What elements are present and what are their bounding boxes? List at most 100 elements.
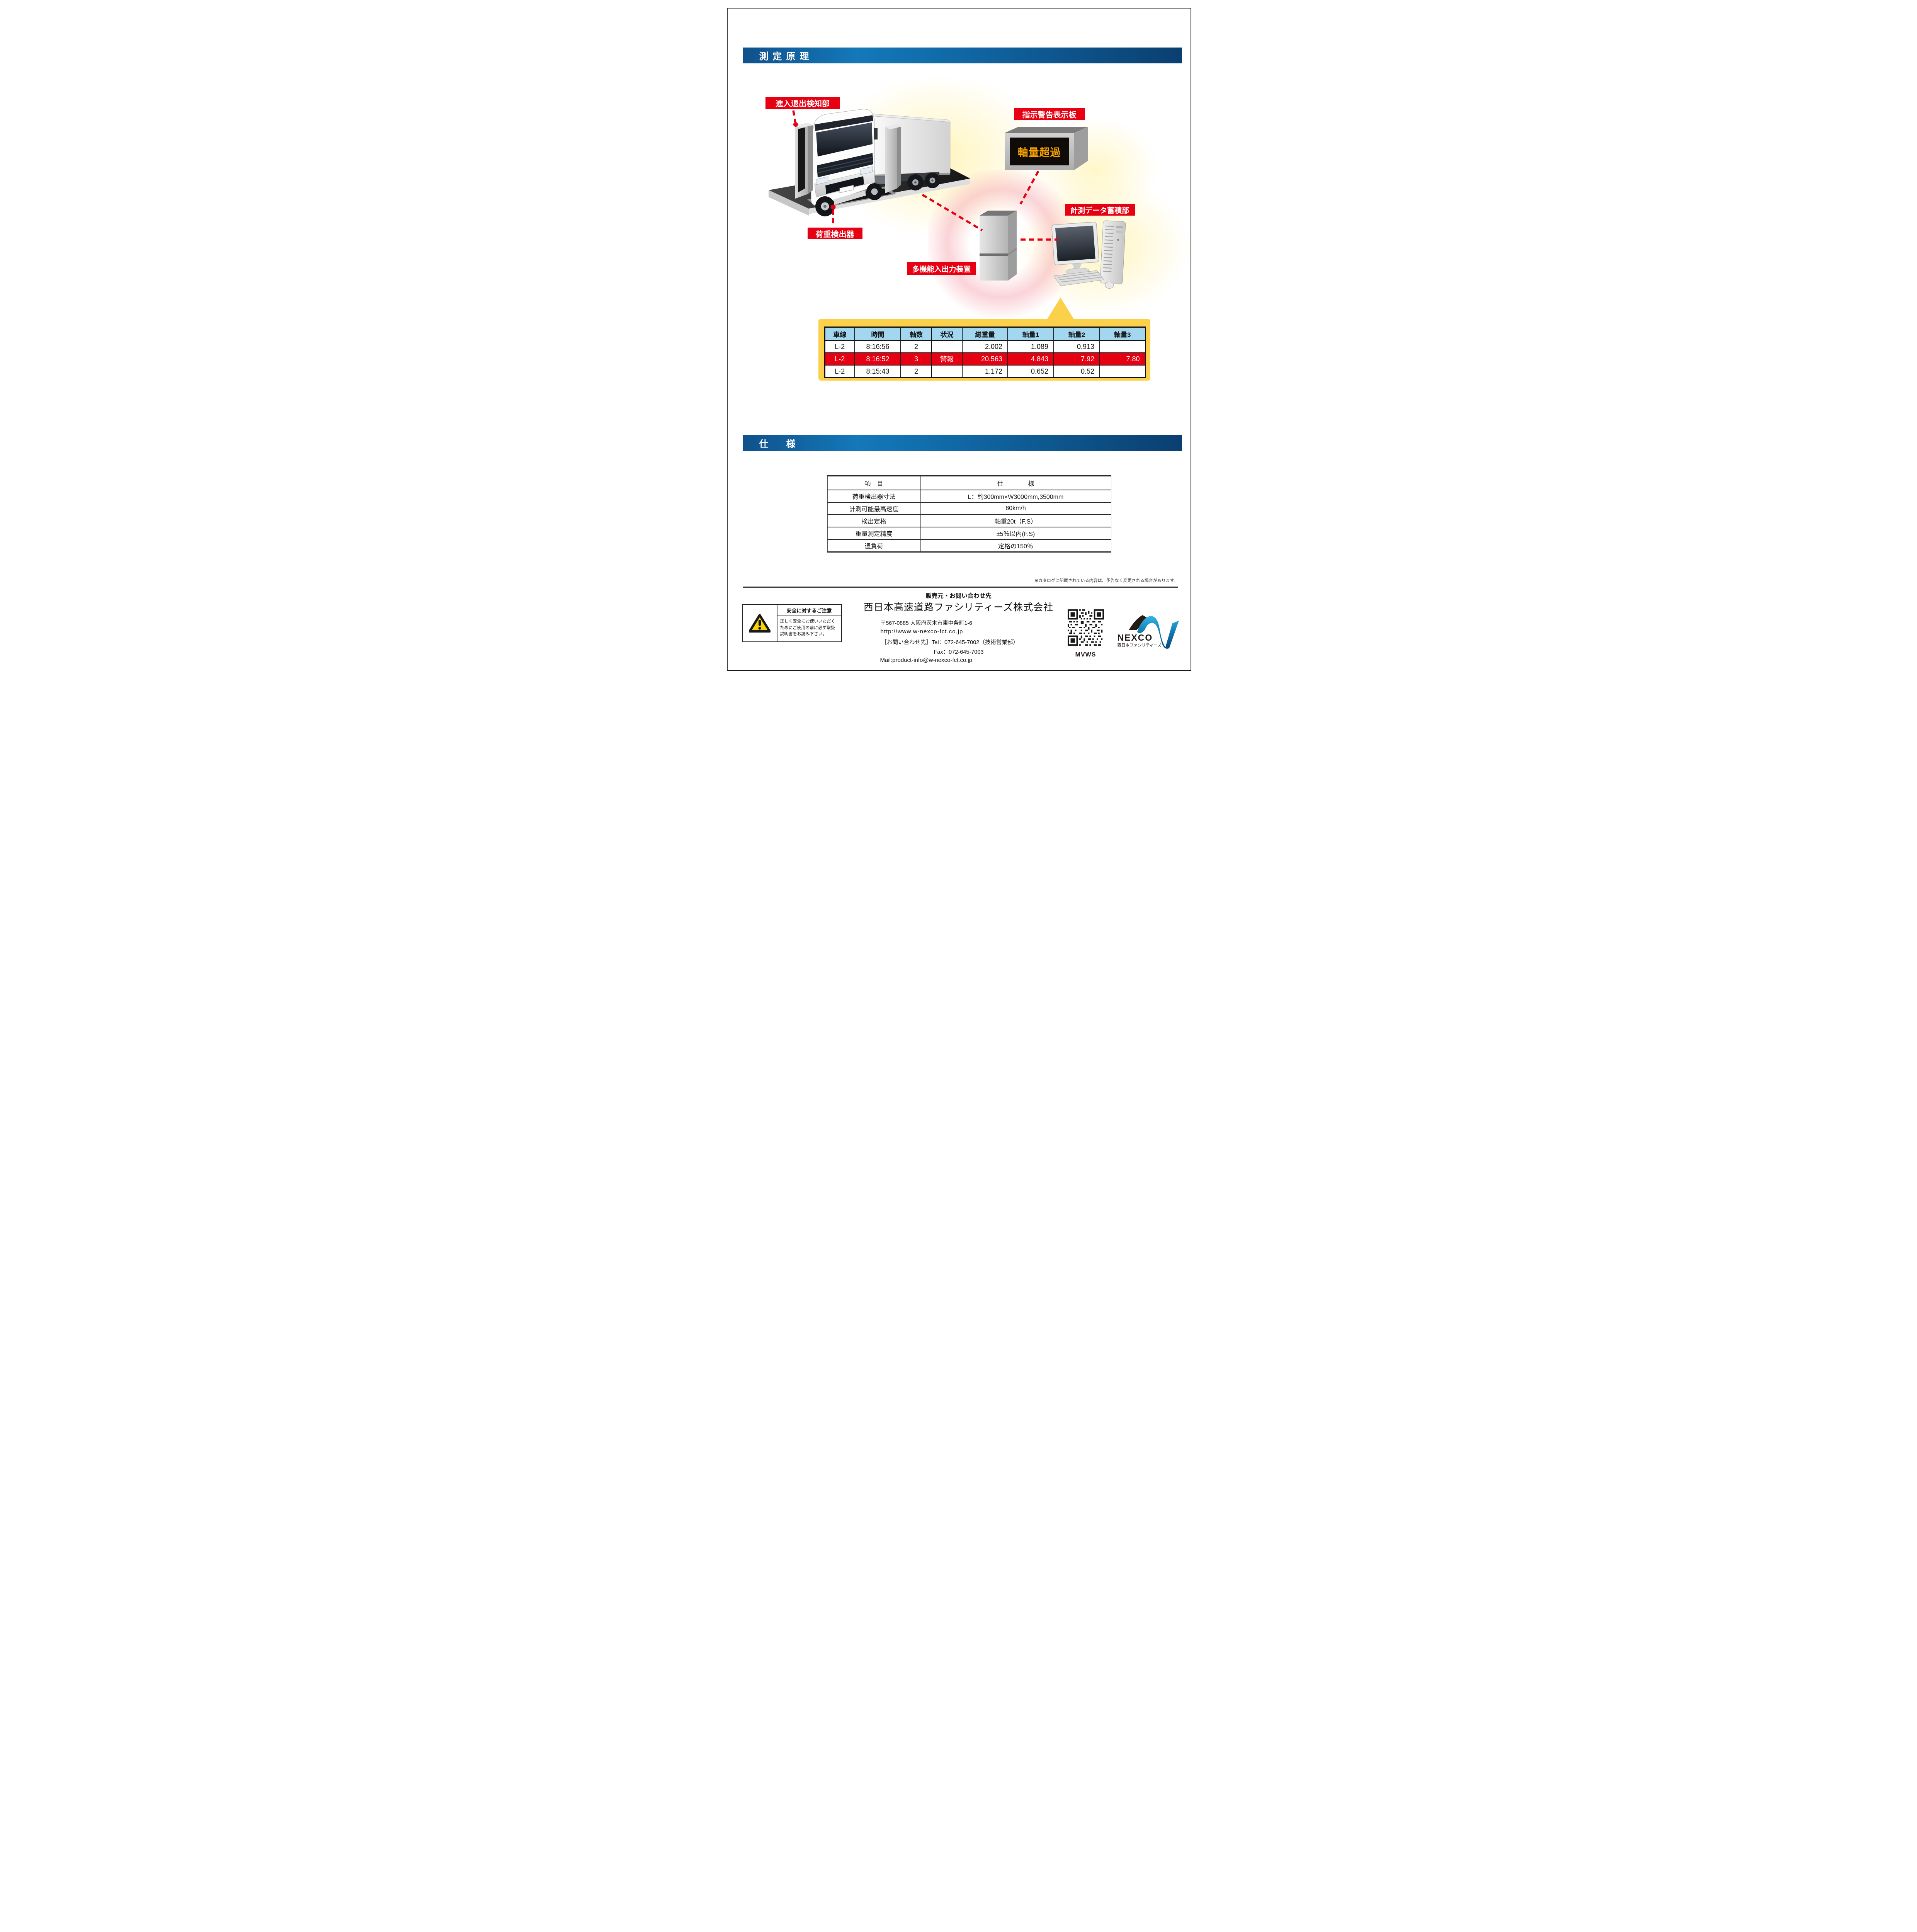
line-board-to-cabinet [1019, 170, 1039, 205]
catalog-page: 測定原理 [719, 0, 1198, 678]
col-header: 時間 [854, 327, 901, 341]
spec-header-row: 項 目 仕 様 [827, 476, 1111, 490]
exit-detector-pillar [885, 124, 901, 193]
col-header: 軸数 [900, 327, 932, 341]
cell-axle3 [1099, 340, 1146, 353]
spec-row: 荷重検出器寸法 L：約300mm×W3000mm,3500mm [827, 490, 1111, 502]
fax-line: Fax：072-645-7003 [934, 649, 984, 655]
spec-value: ±5％以内(F.S) [920, 527, 1111, 539]
cell-axle1: 1.089 [1007, 340, 1054, 353]
cell-axles: 2 [900, 365, 932, 378]
cell-axle1: 4.843 [1007, 352, 1054, 366]
label-data-storage: 計測データ蓄積部 [1065, 204, 1135, 216]
nexco-brand: NEXCO [1117, 633, 1153, 643]
qr-code [1067, 609, 1104, 646]
cell-status: 警報 [931, 352, 963, 366]
spec-row: 計測可能最高速度 80km/h [827, 502, 1111, 515]
cell-status [931, 365, 963, 378]
safety-notice-box: 安全に対するご注意 正しく安全にお使いいただくためにご使用の前に必ず取扱説明書を… [742, 604, 842, 642]
col-header: 軸量2 [1053, 327, 1100, 341]
cell-axles: 2 [900, 340, 932, 353]
pc-tower [1100, 220, 1126, 284]
cell-axle2: 0.913 [1053, 340, 1100, 353]
footer-divider [743, 587, 1178, 588]
spec-item: 計測可能最高速度 [827, 502, 921, 515]
entry-detector-pillar [795, 123, 813, 199]
nexco-logo-mark [1128, 615, 1179, 649]
cell-lane: L-2 [824, 365, 855, 378]
section-title: 測定原理 [759, 51, 813, 62]
computer-illustration [1051, 220, 1126, 289]
spec-item: 荷重検出器寸法 [827, 490, 921, 502]
spec-value: 軸重20t（F.S） [920, 514, 1111, 527]
truck-scene-illustration [768, 109, 970, 216]
logo-black-wing [1128, 615, 1149, 630]
spec-table: 項 目 仕 様 荷重検出器寸法 L：約300mm×W3000mm,3500mm … [827, 475, 1111, 553]
spec-value: 80km/h [920, 502, 1111, 515]
cell-axles: 3 [900, 352, 932, 366]
cell-lane: L-2 [824, 352, 855, 366]
spec-row: 重量測定精度 ±5％以内(F.S) [827, 527, 1111, 539]
pc-keyboard [1053, 270, 1104, 286]
section-header-principle: 測定原理 [743, 48, 1182, 63]
cell-gross: 2.002 [962, 340, 1008, 353]
contact-heading: 販売元・お問い合わせ先 [925, 593, 992, 599]
label-io-device: 多機能入出力装置 [907, 262, 976, 275]
board-message: 軸量超過 [1017, 147, 1061, 158]
safety-body: 正しく安全にお使いいただくためにご使用の前に必ず取扱説明書をお読み下さい。 [780, 619, 835, 636]
catalog-note: ※カタログに記載されている内容は、予告なく変更される場合があります。 [1034, 578, 1178, 583]
spec-item: 検出定格 [827, 514, 921, 527]
pillar-sensor-slot [798, 128, 805, 192]
cell-axle1: 0.652 [1007, 365, 1054, 378]
cell-axle2: 7.92 [1053, 352, 1100, 366]
spec-value: 定格の150％ [920, 539, 1111, 552]
mail-line: Mail:product-info@w-nexco-fct.co.jp [880, 657, 973, 663]
table-row-alarm: L-2 8:16:52 3 警報 20.563 4.843 7.92 7.80 [824, 352, 1146, 366]
cell-lane: L-2 [824, 340, 855, 353]
website-url: http://www.w-nexco-fct.co.jp [880, 628, 963, 635]
spec-row: 過負荷 定格の150％ [827, 539, 1111, 552]
cell-time: 8:15:43 [854, 365, 901, 378]
product-code: MVWS [1075, 651, 1096, 658]
safety-title: 安全に対するご注意 [777, 605, 841, 616]
pc-mouse [1105, 282, 1114, 289]
board-side [1074, 127, 1088, 170]
spec-value: L：約300mm×W3000mm,3500mm [920, 490, 1111, 502]
cell-gross: 1.172 [962, 365, 1008, 378]
spec-item: 過負荷 [827, 539, 921, 552]
table-header-row: 車線 時間 軸数 状況 総重量 軸量1 軸量2 軸量3 [824, 327, 1146, 341]
cell-gross: 20.563 [962, 352, 1008, 366]
spec-col-header: 仕 様 [997, 481, 1034, 487]
callout-pointer [1046, 298, 1075, 320]
table-row: L-2 8:16:56 2 2.002 1.089 0.913 [824, 340, 1146, 353]
measurement-result-table: 車線 時間 軸数 状況 総重量 軸量1 軸量2 軸量3 L-2 8:16:56 … [824, 327, 1146, 378]
section-header-spec: 仕 様 [743, 435, 1182, 451]
io-cabinet-illustration [979, 211, 1017, 281]
spec-row: 検出定格 軸重20t（F.S） [827, 514, 1111, 527]
cell-time: 8:16:52 [854, 352, 901, 366]
col-header: 車線 [824, 327, 855, 341]
cell-axle2: 0.52 [1053, 365, 1100, 378]
table-row: L-2 8:15:43 2 1.172 0.652 0.52 [824, 365, 1146, 378]
road-front-face [768, 190, 809, 216]
company-name: 西日本高速道路ファシリティーズ株式会社 [863, 602, 1054, 613]
logo-blue-ribbon [1137, 616, 1179, 649]
mirror [873, 128, 878, 139]
cell-axle3: 7.80 [1099, 352, 1146, 366]
col-header: 軸量3 [1099, 327, 1146, 341]
col-header: 状況 [931, 327, 963, 341]
nexco-subtitle: 西日本ファシリティーズ [1117, 643, 1162, 648]
pc-monitor [1051, 221, 1099, 275]
warning-triangle-icon [743, 605, 777, 641]
col-header: 総重量 [962, 327, 1008, 341]
cell-time: 8:16:56 [854, 340, 901, 353]
section-title: 仕 様 [759, 439, 800, 449]
label-entry-exit-detector: 進入退出検知部 [765, 97, 840, 109]
spec-col-header: 項 目 [827, 476, 921, 490]
label-warning-display-board: 指示警告表示板 [1014, 108, 1085, 120]
col-header: 軸量1 [1007, 327, 1054, 341]
spec-item: 重量測定精度 [827, 527, 921, 539]
label-load-detector: 荷重検出器 [807, 228, 862, 239]
tel-line: ［お問い合わせ先］Tel：072-645-7002（技術営業部） [881, 639, 1019, 646]
board-top [1004, 127, 1088, 133]
